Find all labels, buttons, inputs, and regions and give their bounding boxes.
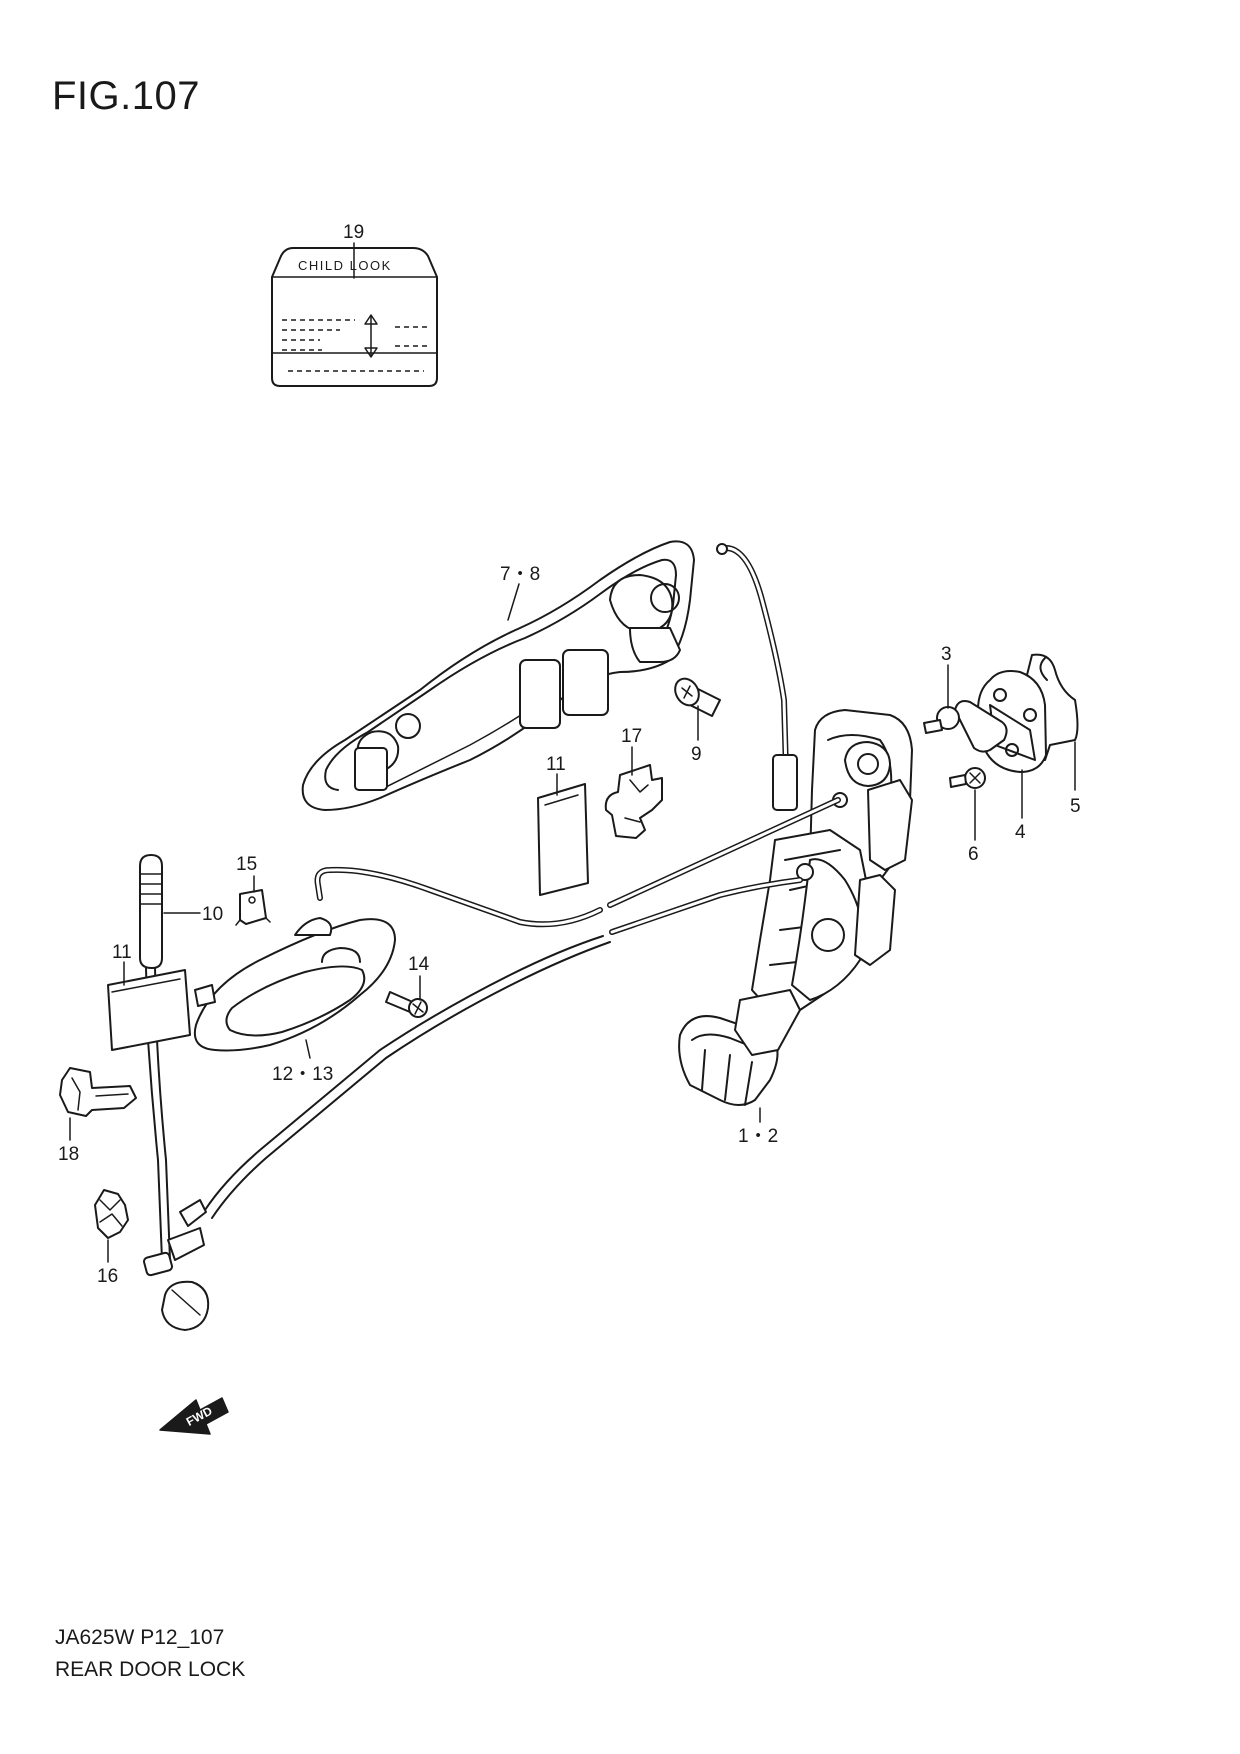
callout-16: 16 [97,1266,118,1287]
screw-9-icon [674,677,721,717]
callout-6: 6 [968,844,979,865]
inside-handle-rod [314,797,841,928]
child-lock-label-text: CHILD LOOK [298,258,392,273]
figure-code: JA625W P12_107 [55,1626,225,1649]
callout-1-2: 1・2 [738,1126,778,1147]
forward-direction-arrow-icon: FWD [159,1397,229,1435]
callout-17: 17 [621,726,642,747]
callout-18: 18 [58,1144,79,1165]
child-lock-label-plate: CHILD LOOK [271,247,438,387]
callout-15: 15 [236,854,257,875]
callout-11-lower: 11 [112,942,132,963]
inside-door-handle [193,917,396,1052]
clip-15-icon [235,889,271,926]
figure-title: FIG.107 [52,74,201,118]
screw-14-icon [385,991,428,1018]
lock-cable [204,877,803,1219]
callout-4: 4 [1015,822,1026,843]
clamp-18-icon [59,1067,137,1117]
callout-14: 14 [408,954,430,975]
callout-7-8: 7・8 [500,564,540,585]
double-arrow-icon [364,314,378,358]
outside-handle-frame [301,540,695,811]
cable-end-knob [143,1199,210,1331]
callout-12-13: 12・13 [272,1064,333,1085]
striker-assembly [923,653,1079,789]
handle-control-rod [716,543,798,811]
leader-lines [69,242,1076,1263]
callout-5: 5 [1070,796,1081,817]
callout-9: 9 [691,744,702,765]
door-lock-actuator [678,709,913,1106]
clip-16-icon [94,1189,129,1239]
callout-3: 3 [941,644,952,665]
lock-knob-rod [139,854,171,1261]
callout-19: 19 [343,222,364,243]
callout-labels: 19 7・8 3 5 4 6 9 17 11 15 10 11 14 12・13… [58,222,1081,1287]
pad-11-upper [537,783,589,896]
callout-10: 10 [202,904,223,925]
callout-11-upper: 11 [546,754,566,775]
pad-11-lower [107,969,216,1051]
clip-17-icon [604,764,663,839]
figure-name: REAR DOOR LOCK [55,1658,246,1681]
